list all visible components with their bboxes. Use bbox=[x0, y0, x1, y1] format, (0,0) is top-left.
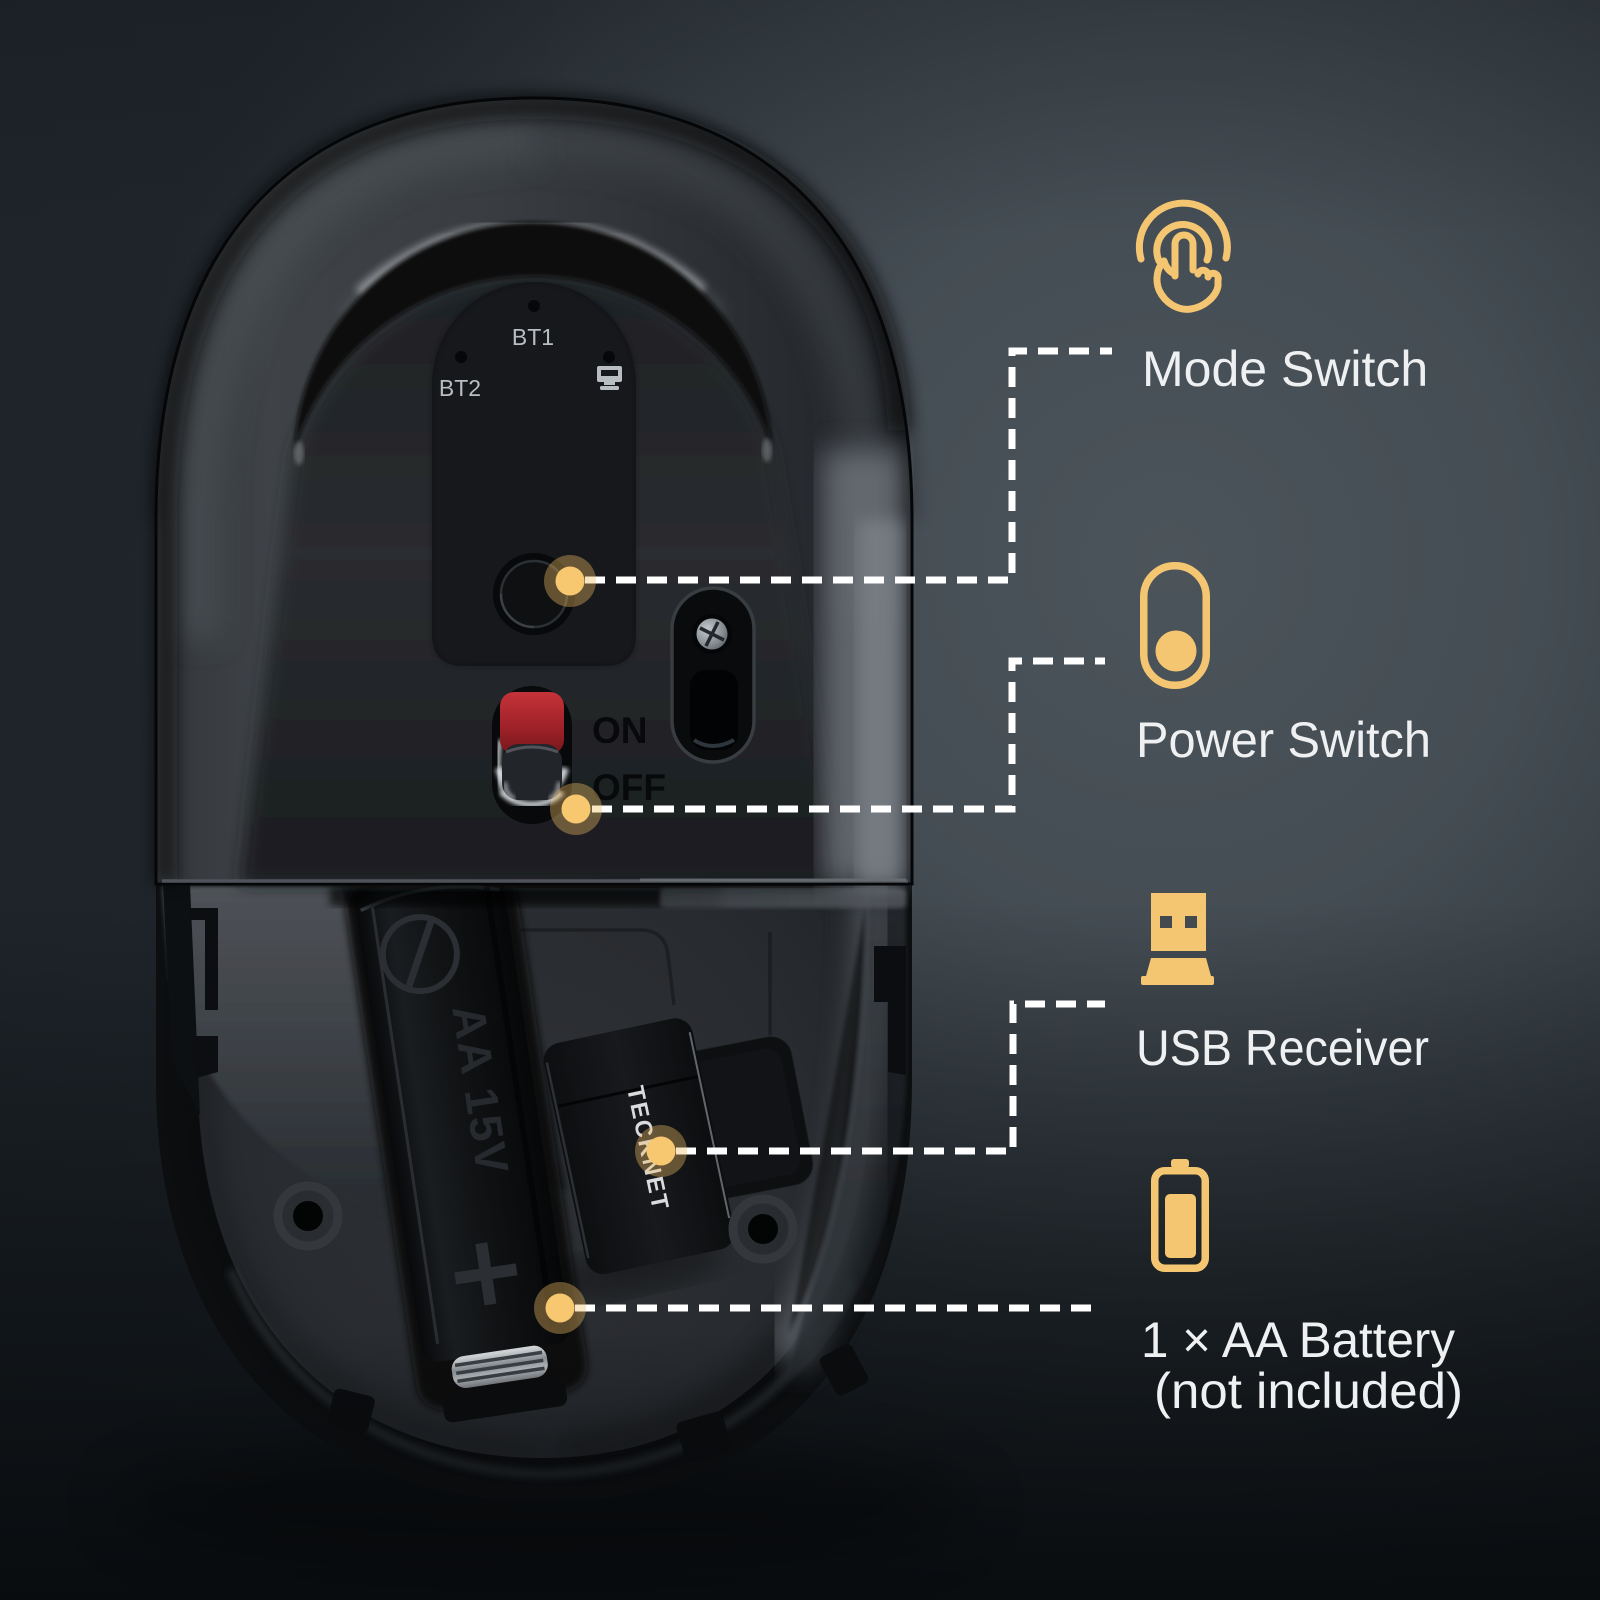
svg-text:OFF: OFF bbox=[592, 767, 666, 808]
svg-text:BT1: BT1 bbox=[512, 324, 554, 350]
svg-text:ON: ON bbox=[592, 710, 648, 751]
svg-text:USB Receiver: USB Receiver bbox=[1136, 1020, 1429, 1076]
svg-text:BT2: BT2 bbox=[439, 375, 481, 401]
svg-text:1 × AA Battery: 1 × AA Battery bbox=[1141, 1312, 1455, 1368]
svg-text:(not included): (not included) bbox=[1154, 1363, 1463, 1419]
svg-text:Mode Switch: Mode Switch bbox=[1142, 341, 1428, 397]
svg-text:Power Switch: Power Switch bbox=[1136, 712, 1431, 768]
